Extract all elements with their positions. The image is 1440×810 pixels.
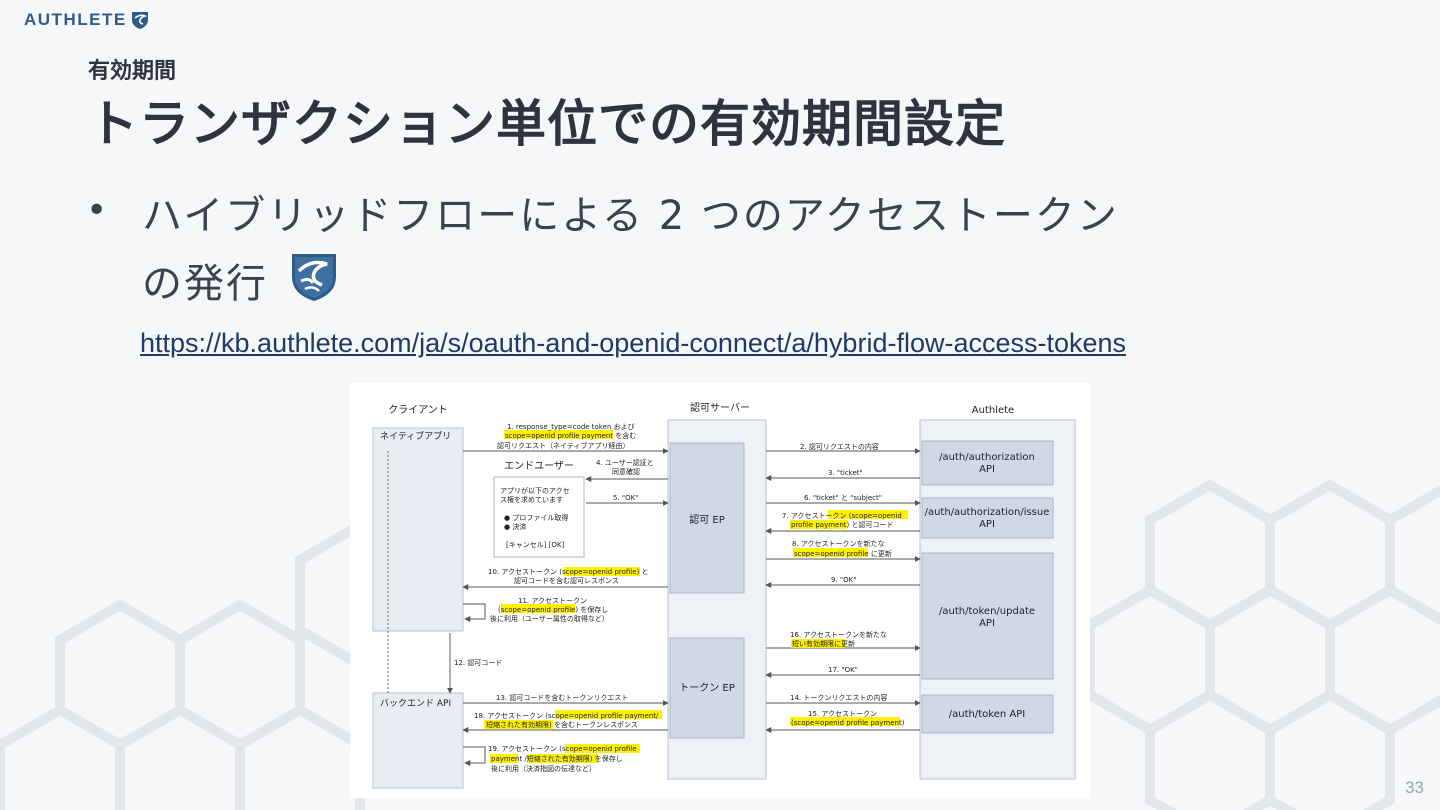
msg-18-line-1: 18. アクセストークン (scope=openid profile payme…: [474, 712, 659, 720]
msg-8-line-2: scope=openid profile に更新: [794, 549, 892, 558]
kb-article-link[interactable]: https://kb.authlete.com/ja/s/oauth-and-o…: [140, 328, 1127, 358]
hl-18b: [484, 720, 553, 729]
msg-13-label: 13. 認可コードを含むトークンリクエスト: [496, 693, 628, 702]
msg-19-line-2: payment /短縮された有効期限) を保存し: [491, 754, 623, 763]
bullet-marker: •: [86, 190, 108, 231]
hl-7b: [790, 520, 847, 529]
msg-6-label: 6. "ticket" と "subject": [804, 494, 882, 502]
consent-buttons: [キャンセル] [OK]: [506, 541, 565, 549]
msg-1-line-2: scope=openid profile payment を含む: [505, 431, 636, 440]
auth-issue-label-2: API: [979, 519, 995, 530]
msg-19-line-3: 後に利用（決済指図の伝達など）: [491, 764, 596, 773]
bullet-line-2: の発行: [142, 261, 268, 307]
msg-9-label: 9. "OK": [831, 576, 856, 584]
token-update-box: [921, 552, 1054, 680]
msg-11-line-1: 11. アクセストークン: [518, 597, 587, 605]
msg-16-line-2: 短い有効期限に更新: [792, 639, 855, 648]
lane-client: クライアント: [388, 404, 448, 416]
msg-17-label: 17. "OK": [828, 666, 858, 674]
bullet-text: ハイブリッドフローによる 2 つのアクセストークン の発行: [142, 182, 1362, 324]
msg-15-line-1: 15. アクセストークン: [808, 710, 877, 718]
consent-line-2: ス権を求めています: [500, 495, 563, 504]
hl-19b: [490, 754, 518, 763]
msg-4-line-2: 同意確認: [612, 467, 640, 476]
msg-11-line-3: 後に利用（ユーザー属性の取得など）: [490, 614, 609, 623]
bullet-line-1: ハイブリッドフローによる 2 つのアクセストークン: [142, 193, 1119, 239]
token-api-label: /auth/token API: [949, 709, 1025, 720]
msg-3-label: 3. "ticket": [828, 469, 863, 477]
hl-1: [504, 430, 613, 439]
msg-19-line-1: 19. アクセストークン (scope=openid profile: [488, 745, 637, 753]
token-update-label-2: API: [979, 618, 995, 629]
msg-5-label: 5. "OK": [613, 494, 638, 502]
token-ep-label: トークン EP: [679, 682, 735, 694]
backend-api-box: [372, 692, 464, 789]
msg-10-line-1: 10. アクセストークン (scope=openid profile) と: [488, 568, 649, 576]
hl-16: [791, 639, 845, 648]
msg-16-line-1: 16. アクセストークンを新たな: [790, 630, 887, 639]
consent-dialog: [493, 476, 585, 558]
hl-19c: [527, 754, 598, 763]
msg-19-arrow: [463, 746, 486, 766]
lane-authlete: Authlete: [972, 405, 1014, 416]
msg-10-line-2: 認可コードを含む認可レスポンス: [514, 576, 619, 585]
slide-title: トランザクション単位での有効期間設定: [88, 95, 1006, 153]
auth-authorization-label-1: /auth/authorization: [939, 452, 1035, 463]
msg-4-line-1: 4. ユーザー認証と: [596, 458, 654, 467]
msg-12-label: 12. 認可コード: [454, 658, 502, 667]
native-app-box: [372, 427, 464, 632]
hl-7a: [828, 510, 908, 519]
authz-ep-box: [669, 442, 745, 594]
consent-item-2: ● 決済: [504, 522, 526, 531]
backend-api-label: バックエンド API: [380, 698, 451, 709]
native-app-label: ネイティブアプリ: [380, 430, 451, 442]
msg-14-label: 14. トークンリクエストの内容: [790, 693, 887, 702]
end-user-label: エンドユーザー: [504, 460, 574, 472]
hybrid-flow-sequence-diagram: クライアント 認可サーバー Authlete ネイティブアプリ バックエンド A…: [350, 383, 1090, 798]
hl-8: [793, 548, 868, 557]
hl-19a: [565, 744, 640, 753]
token-ep-box: [669, 637, 745, 739]
hl-11: [501, 604, 575, 613]
lane-server: 認可サーバー: [690, 401, 750, 414]
msg-7-line-2: profile payment) と認可コード: [791, 520, 894, 529]
consent-item-1: ● プロファイル取得: [504, 513, 568, 522]
auth-authorization-label-2: API: [979, 464, 995, 475]
token-api-box: [921, 694, 1054, 734]
authlete-shield-icon: [131, 12, 148, 29]
msg-8-line-1: 8. アクセストークンを新たな: [792, 539, 885, 548]
msg-11-arrow: [463, 603, 486, 622]
msg-15-line-2: (scope=openid profile payment): [791, 719, 905, 727]
brand-name: AUTHLETE: [24, 10, 127, 29]
msg-7-line-1: 7. アクセストークン (scope=openid: [782, 512, 902, 520]
authz-ep-label: 認可 EP: [689, 513, 725, 526]
token-update-label-1: /auth/token/update: [939, 606, 1035, 617]
msg-18-line-2: 短縮された有効期限) を含むトークンレスポンス: [486, 720, 638, 729]
hl-15: [790, 717, 900, 726]
auth-issue-box: [921, 497, 1054, 539]
hl-10: [564, 567, 640, 576]
msg-1-line-1: 1. response_type=code token および: [507, 423, 635, 431]
msg-1-line-3: 認可リクエスト（ネイティブアプリ経由）: [497, 441, 629, 450]
msg-2-label: 2. 認可リクエストの内容: [800, 442, 879, 451]
msg-11-line-2: (scope=openid profile) を保存し: [498, 605, 608, 614]
authlete-logo: AUTHLETE: [24, 10, 149, 30]
page-number: 33: [1405, 778, 1424, 797]
hl-18a: [555, 710, 662, 719]
section-label: 有効期間: [88, 59, 177, 84]
auth-issue-label-1: /auth/authorization/issue: [925, 507, 1050, 518]
consent-line-1: アプリが以下のアクセ: [500, 486, 570, 495]
authlete-shield-icon: [289, 251, 339, 324]
auth-authorization-box: [921, 440, 1054, 486]
